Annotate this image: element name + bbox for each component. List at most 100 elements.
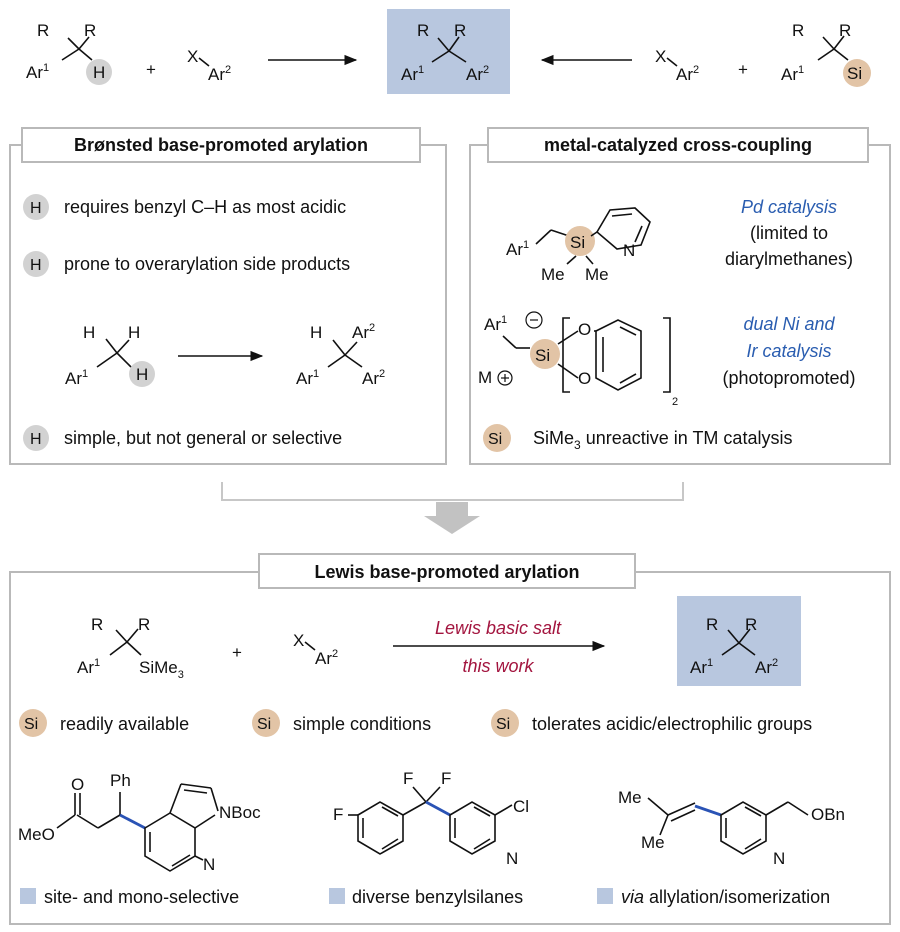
legend-square — [597, 888, 613, 904]
metal-header: metal-catalyzed cross-coupling — [544, 135, 812, 155]
svg-text:H: H — [310, 323, 322, 342]
svg-text:H: H — [30, 431, 42, 448]
svg-text:Ar1: Ar1 — [401, 64, 424, 84]
svg-text:N: N — [203, 855, 215, 874]
benzyltrimethylsilane: R R Ar1 SiMe3 — [77, 615, 184, 681]
metal-header-box — [487, 127, 869, 163]
svg-text:H: H — [30, 257, 42, 274]
overarylation-scheme: H H Ar1 H H Ar2 Ar1 Ar2 — [65, 322, 385, 388]
svg-text:Ar2: Ar2 — [676, 64, 699, 84]
h-badge-icon — [23, 425, 49, 451]
svg-text:diarylmethanes): diarylmethanes) — [725, 249, 853, 269]
metal-point-si: Si SiMe3 unreactive in TM catalysis — [483, 424, 792, 452]
example-azaindole: MeO O Ph NBoc N — [18, 771, 261, 874]
diarylmethane-product: R R Ar1 Ar2 — [401, 21, 489, 84]
si-badge-icon — [491, 709, 519, 737]
ni-ir-catalysis-label: dual Ni and — [743, 314, 835, 334]
aryl-halide-lewis: X Ar2 — [293, 631, 338, 668]
svg-text:Si: Si — [847, 64, 862, 83]
bronsted-point-2: H prone to overarylation side products — [23, 251, 350, 277]
h-highlight — [86, 59, 112, 85]
bronsted-point-3: H simple, but not general or selective — [23, 425, 342, 451]
caption-2: diverse benzylsilanes — [329, 887, 523, 907]
svg-text:R: R — [91, 615, 103, 634]
h-badge-icon — [23, 194, 49, 220]
si-badge-icon — [483, 424, 511, 452]
svg-text:Ar1: Ar1 — [781, 64, 804, 84]
svg-text:SiMe3 unreactive in TM catalys: SiMe3 unreactive in TM catalysis — [533, 428, 792, 452]
svg-text:OBn: OBn — [811, 805, 845, 824]
svg-text:NBoc: NBoc — [219, 803, 261, 822]
lewis-header: Lewis base-promoted arylation — [314, 562, 579, 582]
plus-sign: + — [738, 60, 748, 79]
bronsted-point-1: H requires benzyl C–H as most acidic — [23, 194, 346, 220]
svg-text:X: X — [293, 631, 304, 650]
svg-text:Si: Si — [496, 716, 510, 733]
svg-text:H: H — [30, 200, 42, 217]
svg-text:R: R — [839, 21, 851, 40]
svg-text:O: O — [71, 775, 84, 794]
svg-text:site- and mono-selective: site- and mono-selective — [44, 887, 239, 907]
svg-text:Me: Me — [618, 788, 642, 807]
svg-text:Si: Si — [535, 346, 550, 365]
svg-text:Ir catalysis: Ir catalysis — [746, 341, 831, 361]
this-work-label: this work — [462, 656, 534, 676]
si-badge-icon — [19, 709, 47, 737]
svg-text:readily available: readily available — [60, 714, 189, 734]
svg-text:+: + — [232, 643, 242, 662]
svg-text:Si: Si — [24, 716, 38, 733]
caption-1: site- and mono-selective — [20, 887, 239, 907]
svg-text:Ar1: Ar1 — [65, 368, 88, 388]
svg-text:Ar2: Ar2 — [362, 368, 385, 388]
svg-text:Ar1: Ar1 — [484, 314, 507, 334]
svg-text:F: F — [403, 769, 413, 788]
svg-text:Si: Si — [488, 431, 502, 448]
svg-text:prone to overarylation side pr: prone to overarylation side products — [64, 254, 350, 274]
svg-text:SiMe3: SiMe3 — [139, 658, 184, 681]
svg-text:tolerates acidic/electrophilic: tolerates acidic/electrophilic groups — [532, 714, 812, 734]
svg-text:diverse benzylsilanes: diverse benzylsilanes — [352, 887, 523, 907]
svg-text:requires benzyl C–H as most ac: requires benzyl C–H as most acidic — [64, 197, 346, 217]
ar1-label: Ar1 — [26, 62, 49, 82]
svg-text:Ar2: Ar2 — [466, 64, 489, 84]
svg-text:N: N — [623, 241, 635, 260]
svg-text:Ar2: Ar2 — [352, 322, 375, 342]
svg-text:H: H — [136, 365, 148, 384]
svg-text:O: O — [578, 320, 591, 339]
pyridyl-silane: Ar1 Si Me Me N — [506, 207, 651, 284]
plus-sign: + — [146, 60, 156, 79]
catechol-silicate: Ar1 Si M O O 2 — [478, 311, 678, 408]
benzylsilane-substrate: R R Ar1 Si — [781, 21, 871, 87]
ar2-label: Ar2 — [208, 64, 231, 84]
example-allylpyridine: Me Me OBn N — [618, 788, 845, 868]
lewis-product: R R Ar1 Ar2 — [690, 615, 778, 677]
svg-text:Ar2: Ar2 — [755, 657, 778, 677]
lewis-product-box — [677, 596, 801, 686]
svg-text:Me: Me — [641, 833, 665, 852]
bronsted-header-box — [21, 127, 421, 163]
feature-simple-conditions: Si simple conditions — [252, 709, 431, 737]
svg-text:R: R — [706, 615, 718, 634]
pd-catalysis-label: Pd catalysis — [741, 197, 837, 217]
svg-text:F: F — [441, 769, 451, 788]
svg-text:simple, but not general or sel: simple, but not general or selective — [64, 428, 342, 448]
svg-text:X: X — [187, 47, 198, 66]
legend-square — [329, 888, 345, 904]
svg-text:Ar1: Ar1 — [690, 657, 713, 677]
svg-text:O: O — [578, 369, 591, 388]
reagent-label: Lewis basic salt — [435, 618, 562, 638]
svg-text:M: M — [478, 368, 492, 387]
feature-readily-available: Si readily available — [19, 709, 189, 737]
bronsted-header: Brønsted base-promoted arylation — [74, 135, 368, 155]
benzyl-ch-substrate: R R Ar1 H — [26, 21, 112, 85]
bronsted-panel — [9, 144, 447, 465]
r-label: R — [84, 21, 96, 40]
r-label: R — [37, 21, 49, 40]
svg-text:Ar1: Ar1 — [506, 239, 529, 259]
svg-text:Cl: Cl — [513, 797, 529, 816]
lewis-header-box — [258, 553, 636, 589]
svg-text:Ar1: Ar1 — [296, 368, 319, 388]
svg-text:Me: Me — [541, 265, 565, 284]
svg-text:N: N — [773, 849, 785, 868]
svg-text:Ar2: Ar2 — [315, 648, 338, 668]
